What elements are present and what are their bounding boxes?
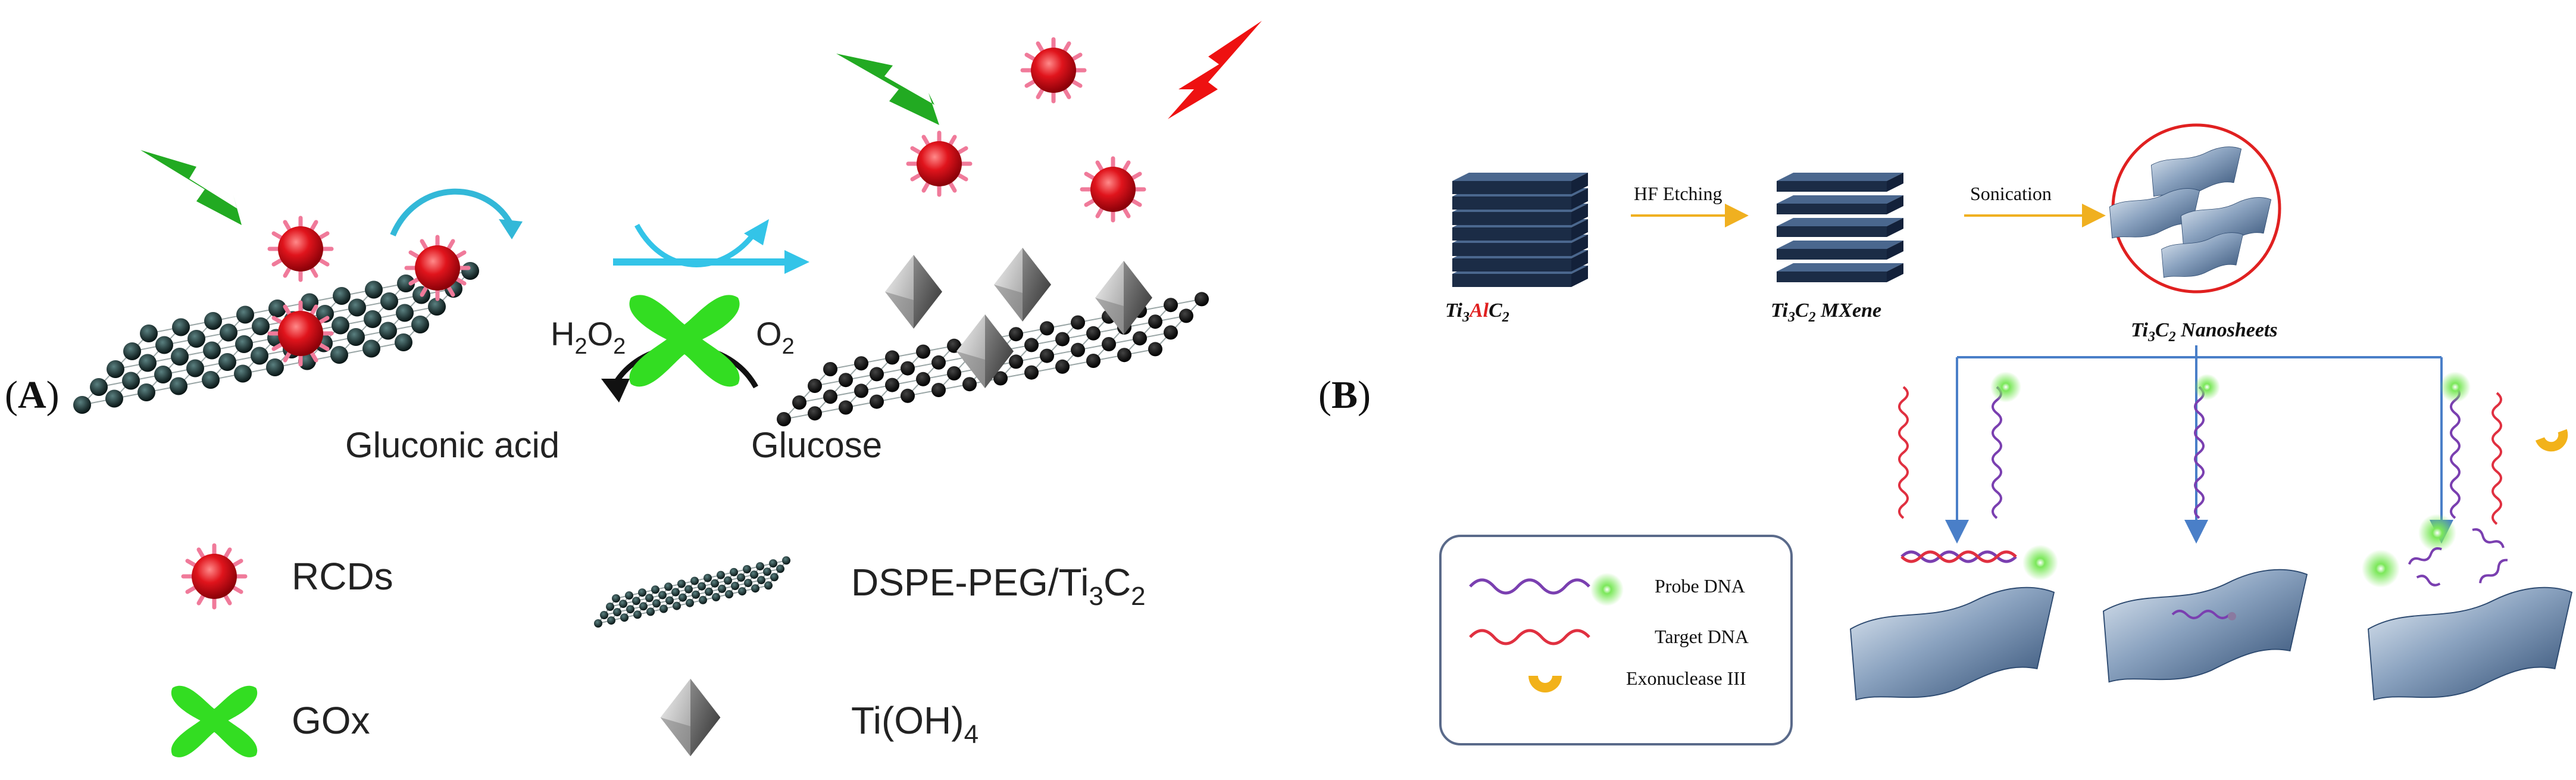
fragment-3 (2416, 575, 2441, 586)
free-fluorophore-2 (2418, 514, 2456, 552)
green-flash-right-icon (836, 54, 939, 125)
dspe-peg-sheet-legend-icon (594, 556, 790, 628)
rcd-on-sheet-3 (267, 300, 334, 367)
ti3c2-mxene-stack-icon (1777, 173, 1903, 282)
tioh4-octahedron-1 (885, 255, 942, 329)
probe-dna-right (2450, 386, 2461, 519)
probe-fluor-legend-icon (1590, 573, 1624, 606)
exonuclease-legend-label: Exonuclease III (1626, 667, 1746, 689)
tioh4-legend-icon (660, 678, 721, 757)
gox-legend-icon (171, 685, 258, 757)
rcd-on-sheet-2 (404, 235, 471, 301)
exonuclease-icon (2535, 429, 2568, 452)
o2-label: O2 (756, 315, 795, 359)
dna-legend-box (1439, 535, 1793, 745)
cyan-product-arrowhead-icon (744, 219, 769, 245)
target-dna-legend-label: Target DNA (1655, 626, 1749, 647)
duplex-fluorophore (2022, 545, 2058, 581)
nanosheet-outcome-2 (2103, 569, 2308, 683)
rcd-free-2 (906, 130, 973, 197)
gox-center-icon (629, 295, 740, 387)
sonication-label: Sonication (1970, 183, 2052, 204)
rcd-free-1 (1020, 37, 1087, 104)
fragment-2 (2472, 528, 2505, 548)
cyan-product-arrow-icon (634, 223, 758, 267)
duplex-target-strand (1900, 550, 2017, 563)
probe-dna-legend-label: Probe DNA (1655, 575, 1745, 597)
branch-arrows (1945, 345, 2453, 544)
probe-dna-legend-icon (1469, 578, 1590, 595)
h2o2-label: H2O2 (551, 315, 626, 359)
transfer-arrow-icon (390, 188, 515, 236)
target-dna-right (2491, 392, 2502, 525)
target-dna-legend-icon (1469, 629, 1590, 645)
tioh4-octahedron-4 (956, 314, 1014, 388)
black-reaction-arrowhead-icon (601, 379, 630, 403)
rcd-legend-icon (181, 543, 248, 610)
fragment-1 (2408, 547, 2442, 565)
tioh4-octahedron-3 (1095, 261, 1152, 335)
rcds-legend-label: RCDs (292, 555, 393, 598)
rcd-on-sheet-1 (267, 216, 334, 282)
nanosheet-outcome-1 (1850, 586, 2055, 701)
ti3c2-nanosheets-label: Ti3C2 Nanosheets (2131, 319, 2278, 345)
adsorbed-probe-strand (2171, 610, 2231, 619)
tioh4-legend-label: Ti(OH)4 (851, 699, 978, 749)
ti3alc2-stack-icon (1452, 173, 1588, 287)
fragment-4 (2479, 559, 2508, 584)
hf-etching-label: HF Etching (1634, 183, 1722, 204)
panel-b-label: (B) (1318, 373, 1371, 417)
ti3c2-sheet-left (73, 262, 479, 414)
ti3c2-mxene-label: Ti3C2 MXene (1771, 299, 1881, 325)
quenched-fluorophore (2228, 612, 2236, 620)
exonuclease-legend-icon (1528, 676, 1562, 692)
fluorophore-right (2440, 372, 2471, 403)
red-flash-icon (1168, 21, 1262, 119)
free-fluorophore-1 (2362, 550, 2400, 588)
panel-a: (A) H2O2 O2 Gluconic acid Glucose (5, 21, 1262, 757)
transfer-arrowhead-icon (499, 219, 523, 239)
fluorophore-left (1990, 372, 2021, 403)
gox-legend-label: GOx (292, 699, 370, 742)
ti3alc2-label: Ti3AlC2 (1445, 299, 1509, 325)
fluorophore-middle (2194, 374, 2220, 400)
cyan-reaction-arrowhead-icon (784, 250, 809, 274)
panel-a-label: (A) (5, 373, 60, 417)
tioh4-octahedron-2 (994, 248, 1051, 322)
probe-dna-middle (2194, 386, 2205, 519)
nanosheet-outcome-3 (2368, 586, 2572, 701)
gluconic-acid-label: Gluconic acid (345, 425, 559, 465)
glucose-label: Glucose (751, 425, 882, 465)
rcd-free-3 (1080, 156, 1146, 223)
green-flash-icon (140, 150, 242, 225)
panel-b: (B) Ti3AlC2 HF Etching Ti3C2 MXene Sonic… (1318, 123, 2572, 745)
probe-dna-left (1992, 386, 2002, 519)
dspe-peg-legend-label: DSPE-PEG/Ti3C2 (851, 561, 1146, 611)
target-dna-left (1898, 386, 1909, 519)
